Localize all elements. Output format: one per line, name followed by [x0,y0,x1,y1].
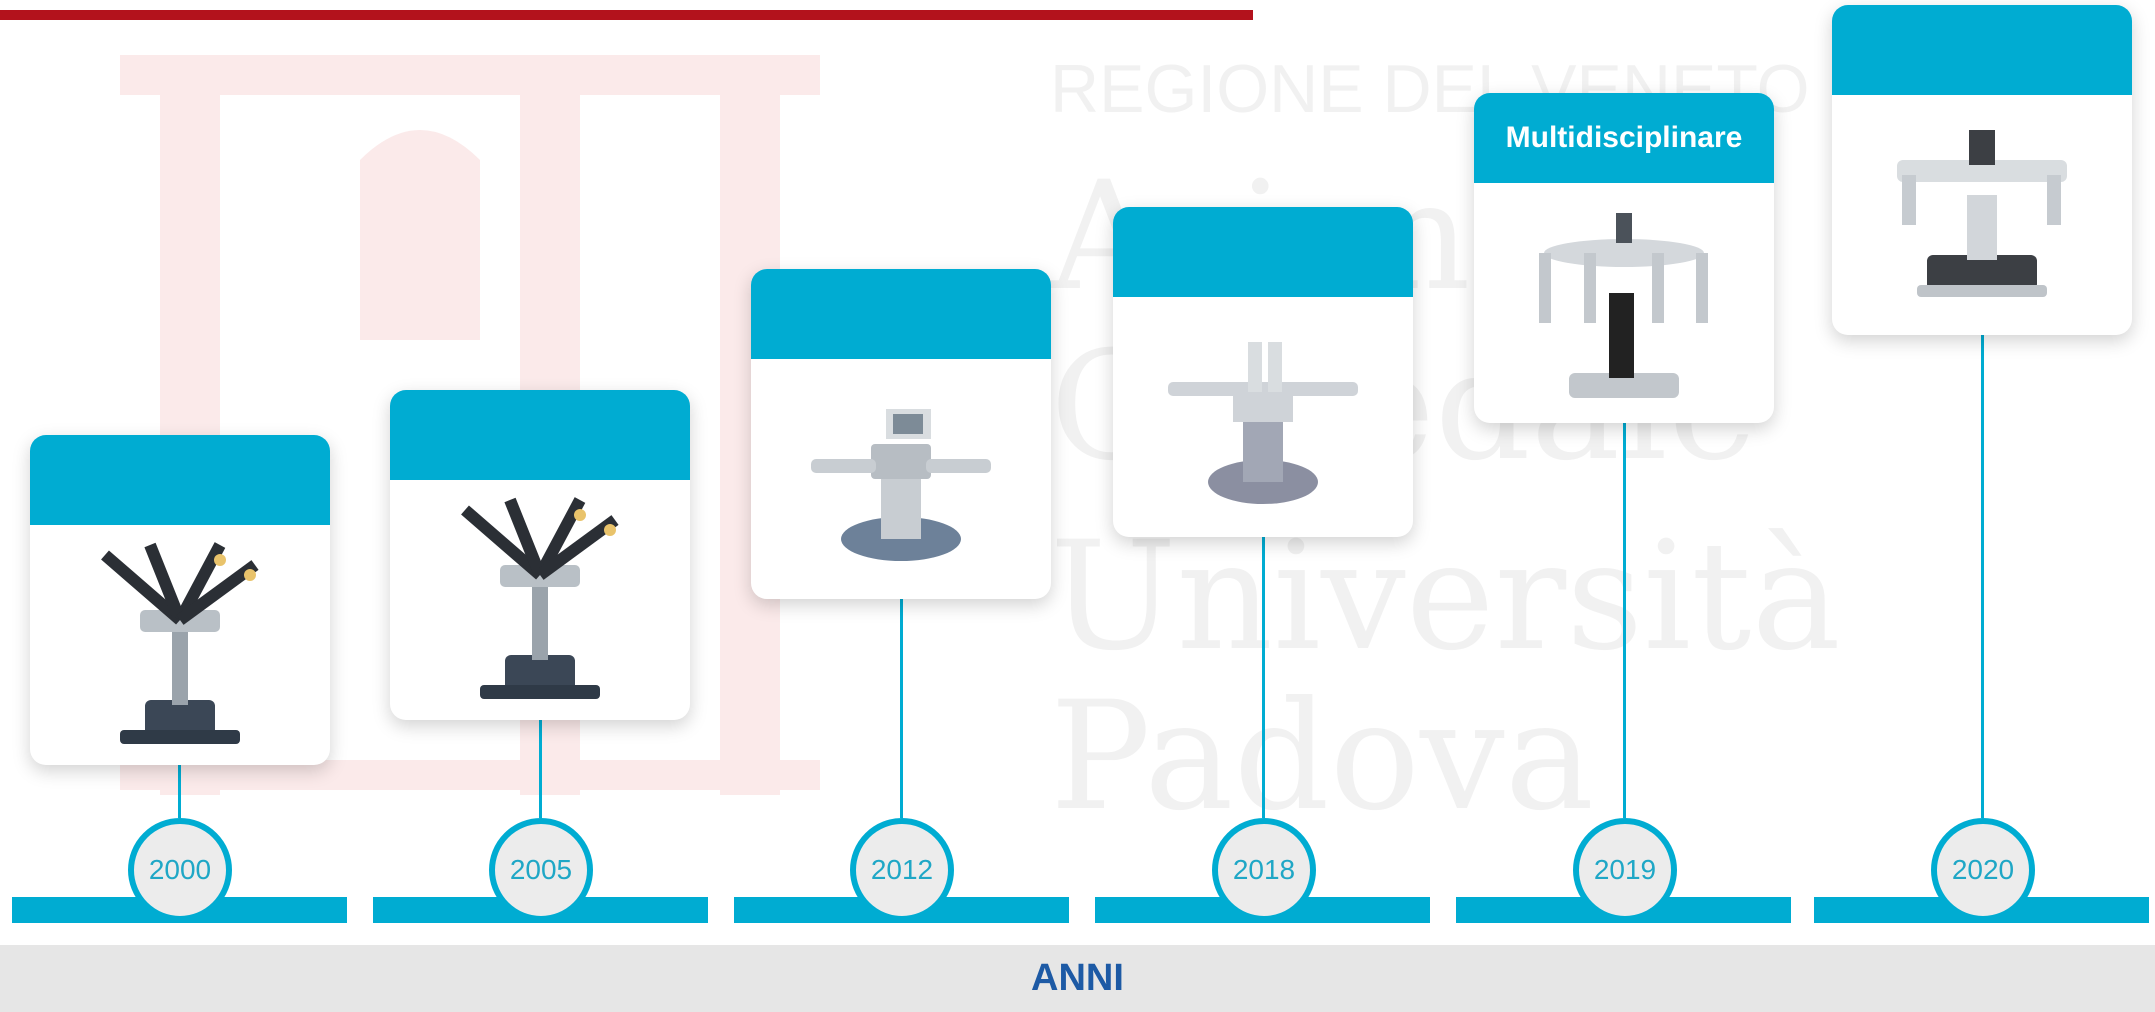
connector-line [178,760,181,818]
card-header [1832,5,2132,95]
robotic-surgical-system-icon [1113,297,1413,537]
timeline-card-2012 [751,269,1051,599]
connector-line [1623,422,1626,818]
watermark-line-5: Padova [1050,670,1595,844]
connector-line [900,598,903,818]
card-header [1113,207,1413,297]
timeline-card-2020 [1832,5,2132,335]
timeline-card-2000 [30,435,330,765]
timeline-card-2005 [390,390,690,720]
connector-line [1981,335,1984,818]
timeline-card-2019: Multidisciplinare [1474,93,1774,423]
connector-line [1262,537,1265,818]
year-badge-2020: 2020 [1931,818,2035,922]
card-header [30,435,330,525]
timeline-card-2018 [1113,207,1413,537]
year-badge-2019: 2019 [1573,818,1677,922]
robotic-surgical-system-icon [390,480,690,720]
robotic-surgical-system-icon [1832,95,2132,335]
card-header [751,269,1051,359]
axis-label: ANNI [1031,957,1124,999]
robotic-surgical-system-icon [751,359,1051,599]
axis-footer: ANNI [0,945,2155,1012]
year-badge-2012: 2012 [850,818,954,922]
year-badge-2018: 2018 [1212,818,1316,922]
connector-line [539,718,542,818]
top-red-rule [0,10,1253,20]
robotic-surgical-system-icon [30,525,330,765]
card-header [390,390,690,480]
year-badge-2005: 2005 [489,818,593,922]
card-header: Multidisciplinare [1474,93,1774,183]
year-badge-2000: 2000 [128,818,232,922]
robotic-surgical-system-icon [1474,183,1774,423]
